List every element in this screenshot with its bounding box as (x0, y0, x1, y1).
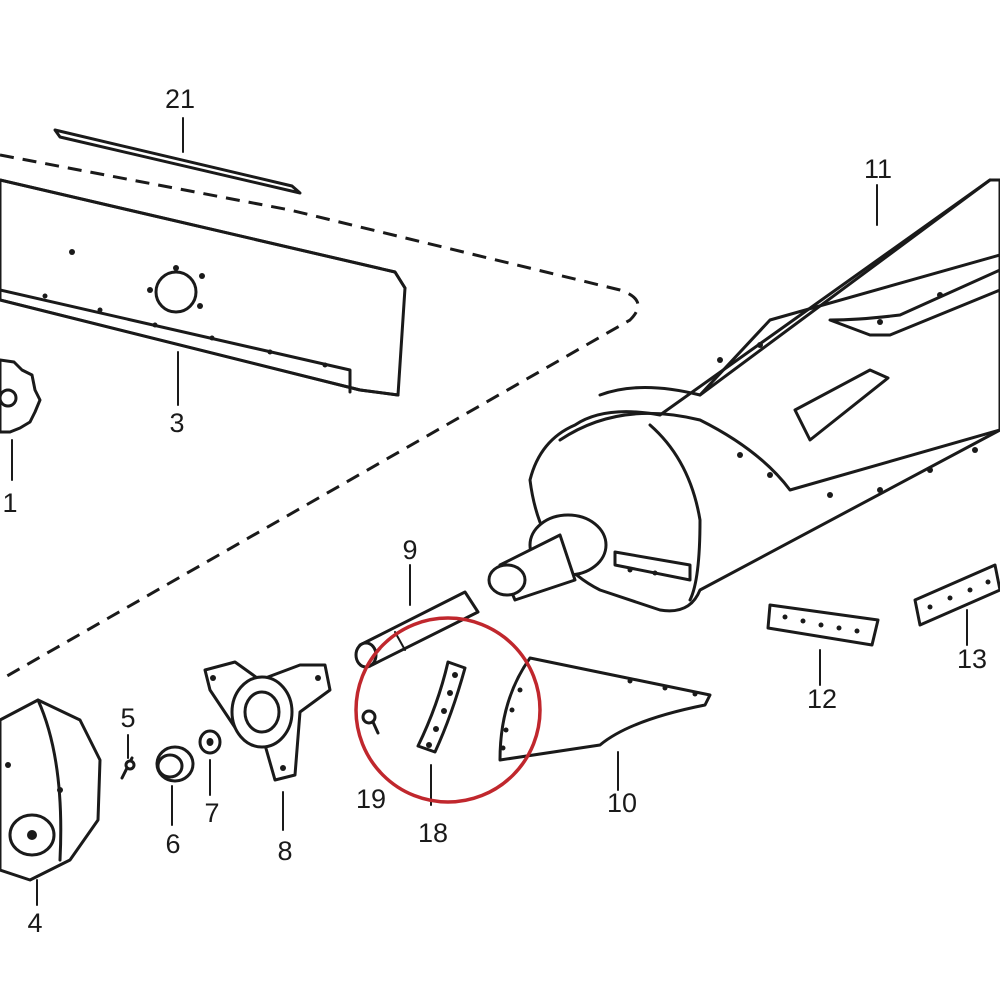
part-5-pin (120, 756, 136, 780)
label-6: 6 (165, 829, 180, 859)
part-19-bolt (361, 709, 380, 735)
label-8: 8 (277, 836, 292, 866)
label-12: 12 (807, 684, 837, 714)
part-3-panel (0, 178, 407, 397)
part-7-washer (198, 729, 222, 755)
housing-dashed-outline (0, 153, 640, 682)
label-9: 9 (402, 535, 417, 565)
part-21-strip (53, 128, 302, 195)
part-10-blade (498, 656, 712, 762)
part-1-gear (0, 358, 42, 434)
label-11: 11 (864, 154, 892, 184)
label-7: 7 (204, 798, 219, 828)
part-13-plate (913, 563, 1000, 627)
highlight-circle (354, 616, 542, 804)
label-5: 5 (120, 703, 135, 733)
label-4: 4 (27, 908, 42, 938)
label-10: 10 (607, 788, 637, 818)
part-6-nut (155, 745, 195, 783)
label-1: 1 (2, 488, 17, 518)
part-4-side-cover (0, 698, 102, 882)
part-8-flange (203, 660, 332, 782)
label-18: 18 (418, 818, 448, 848)
part-9-shaft (354, 590, 480, 669)
label-13: 13 (957, 644, 987, 674)
part-18-strip (416, 660, 467, 754)
label-21: 21 (165, 84, 195, 114)
label-3: 3 (169, 408, 184, 438)
part-11-drum (487, 178, 1000, 613)
label-19: 19 (356, 784, 386, 814)
part-12-plate (766, 603, 880, 647)
